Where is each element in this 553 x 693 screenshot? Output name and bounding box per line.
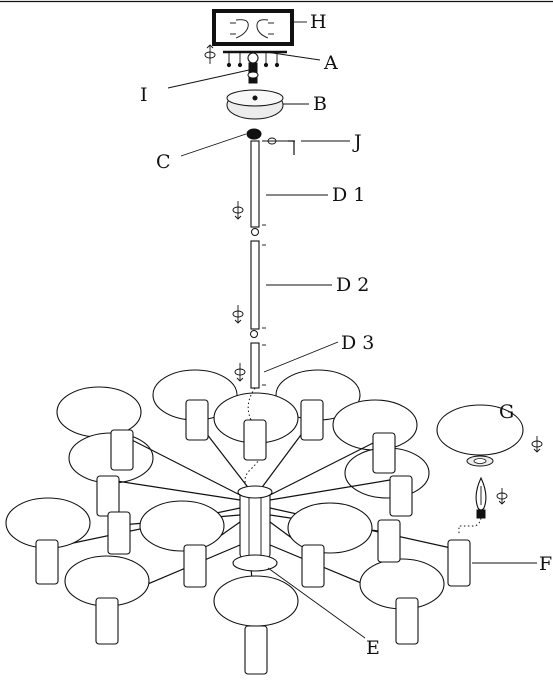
lock-nut-c [246,128,262,140]
center-column-e [232,485,278,572]
threaded-nipple-i [247,62,259,84]
mounting-bracket-h [212,9,294,46]
wire-twist-icon [458,517,482,534]
label-d2: D 2 [336,274,369,296]
candle-cups-front [35,511,471,675]
rotate-screw-icon [204,44,216,64]
rotate-screw-icon [496,436,543,505]
shade-g [436,404,524,467]
label-i: I [140,84,148,106]
label-j: J [352,131,362,153]
crossbar-a [223,50,287,68]
label-a: A [323,52,338,74]
label-f: F [539,553,552,575]
label-d3: D 3 [341,332,374,354]
canopy-b [226,89,284,120]
label-d1: D 1 [332,184,365,206]
glass-shades-front [5,497,445,627]
hook-j [262,137,295,155]
bulb-icon [475,476,487,519]
label-e: E [366,637,380,659]
rod-d1 [250,140,266,236]
label-g: G [499,401,514,423]
label-c: C [156,151,171,173]
rod-d3 [250,342,266,389]
glass-shades-back [56,369,430,499]
leader-lines [167,21,537,639]
rod-d2 [250,240,266,338]
part-labels: H A I B C J D 1 D 2 D 3 G F E [140,11,552,659]
label-h: H [310,11,327,33]
rotate-screw-icon [232,201,246,382]
label-b: B [313,93,327,115]
